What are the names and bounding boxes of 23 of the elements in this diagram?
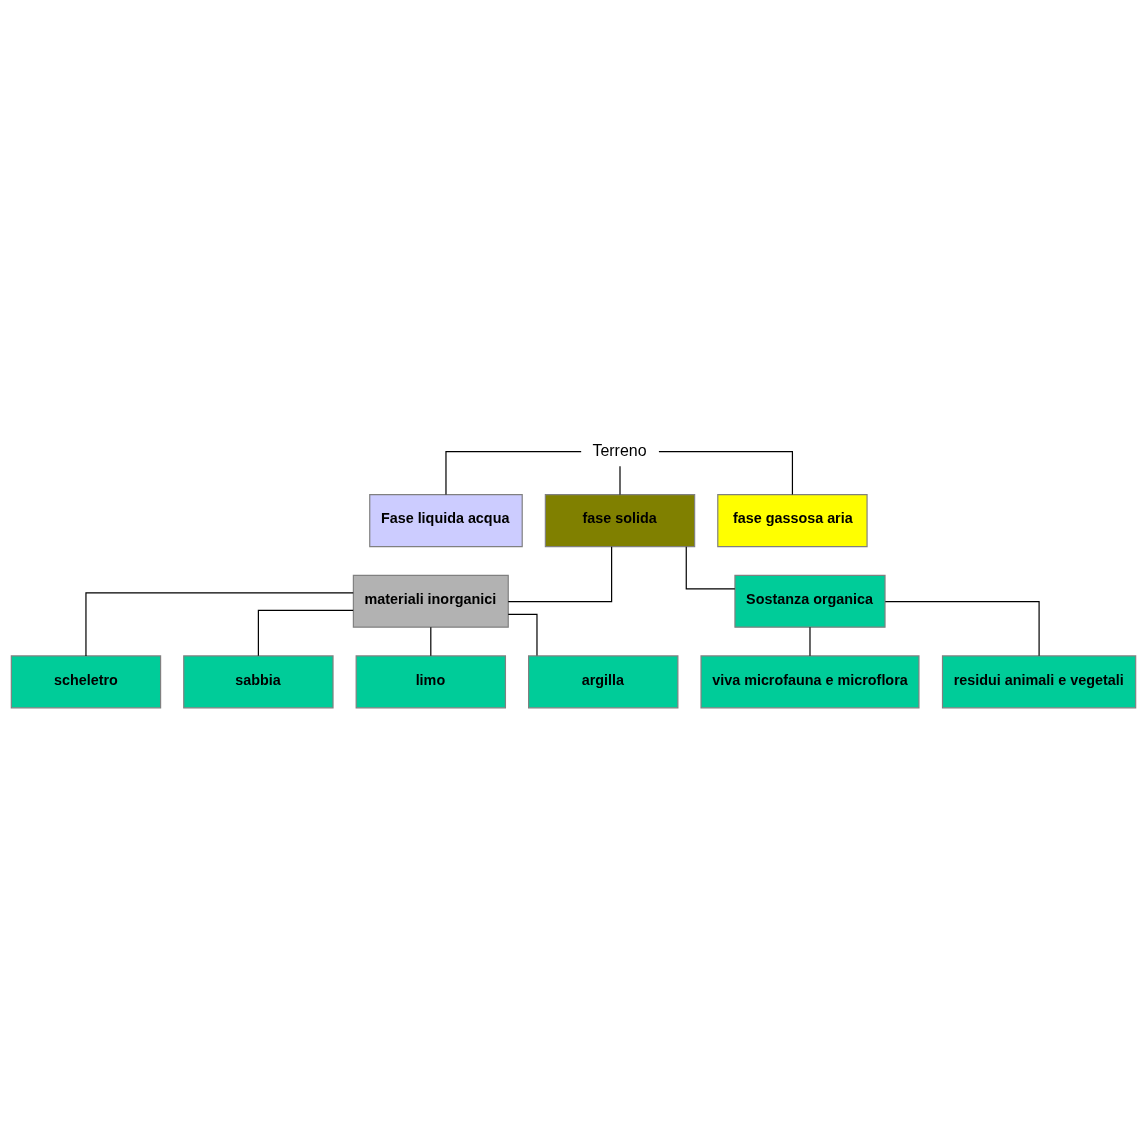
connector [445,450,582,496]
node-box: argilla [528,655,679,709]
node-box: viva microfauna e microflora [700,655,920,709]
connector [85,592,354,657]
connector [507,613,538,657]
node-box: sabbia [183,655,334,709]
connector [619,465,621,496]
node-box: Sostanza organica [734,574,886,628]
connector [430,626,432,657]
node-box: residui animali e vegetali [941,655,1137,709]
connector [685,546,736,590]
connector [884,601,1040,657]
connector [658,450,794,496]
connector [809,626,811,657]
node-text: Terreno [592,441,647,459]
node-box: fase gassosa aria [717,494,868,548]
node-box: fase solida [544,494,696,548]
node-box: limo [355,655,507,709]
connector [257,609,354,657]
node-box: materiali inorganici [352,574,509,628]
node-box: Fase liquida acqua [369,494,523,548]
connector [507,546,613,603]
node-box: scheletro [10,655,162,709]
